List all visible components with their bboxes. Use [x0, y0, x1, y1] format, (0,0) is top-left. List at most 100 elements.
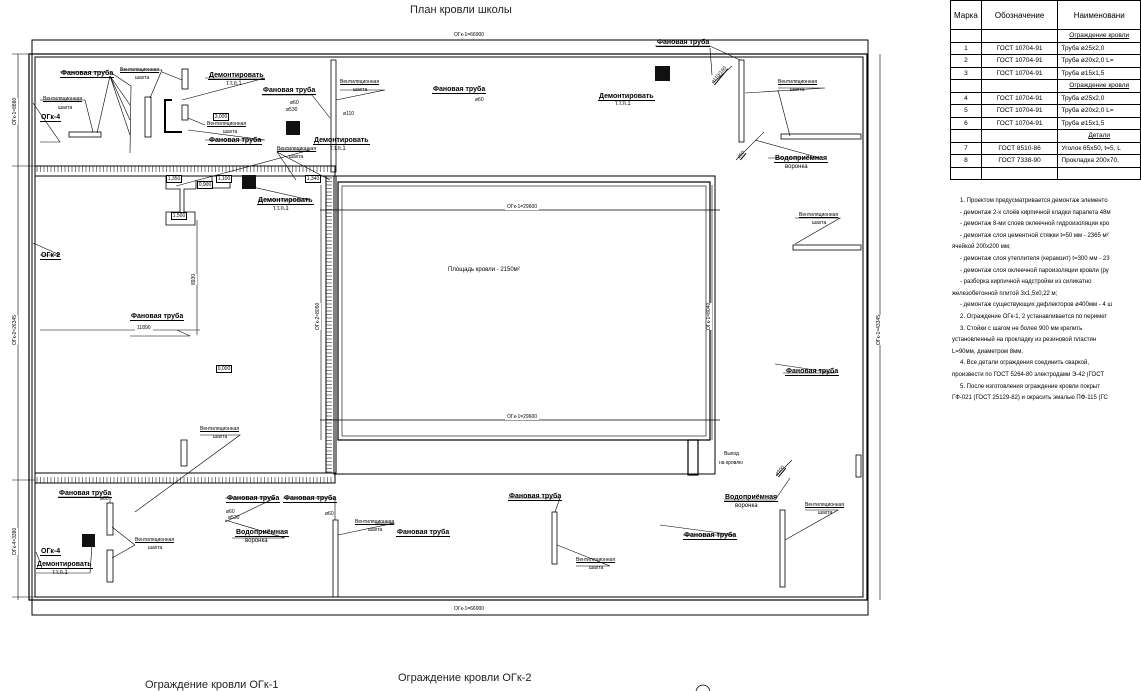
col-header-mark: Марка — [950, 0, 982, 30]
cell-designation: ГОСТ 10704-91 — [980, 66, 1059, 80]
cell-mark: 2 — [950, 54, 982, 68]
label-vent-shaft: Вентиляционная — [340, 79, 380, 85]
label-water-funnel-sub: воронка — [245, 538, 268, 544]
label-vent-shaft-sub: шахта — [818, 510, 833, 516]
specification-table: Марка Обозначение Наименовани Ограждение… — [950, 0, 1141, 180]
label-exit: Выход — [724, 451, 739, 457]
cell-mark: 7 — [950, 141, 982, 155]
label-vent-shaft-sub: шахта — [353, 87, 368, 93]
label-fan-pipe: Фановая труба — [262, 87, 317, 95]
label-fan-pipe: Фановая труба — [683, 532, 738, 540]
note-line: установленный на прокладку из резиновой … — [952, 337, 1097, 344]
label-demolish-sub: т.т.п.1 — [330, 146, 346, 152]
note-line: 3. Стойки с шагом не более 900 мм крепит… — [960, 325, 1083, 332]
cell-empty — [950, 29, 982, 43]
cell-mark: 6 — [950, 116, 982, 130]
mark-d60: ø60 — [475, 97, 484, 103]
note-line: - демонтаж слоя цементной стяжки t=50 мм… — [960, 232, 1109, 239]
mark-d110: ø110 — [343, 111, 355, 117]
cell-name — [1057, 166, 1141, 180]
label-vent-shaft-sub: шахта — [148, 545, 163, 551]
table-row — [950, 166, 1141, 180]
label-vent-shaft: Вентиляционная — [200, 426, 240, 432]
cell-designation: ГОСТ 8510-86 — [980, 141, 1059, 155]
note-line: 5. После изготовления ограждение кровли … — [960, 383, 1100, 390]
table-row: Ограждение кровли — [950, 79, 1141, 93]
drawing-title: План кровли школы — [410, 4, 512, 16]
label-demolish: Демонтировать — [36, 561, 93, 569]
cell-mark: 3 — [950, 66, 982, 80]
note-line: - разборка кирпичной надстройки из силик… — [960, 279, 1092, 286]
note-line: железобетонной плитой 3х1,5х0,22 м; — [952, 290, 1058, 297]
cell-designation: ГОСТ 10704-91 — [980, 54, 1059, 68]
note-line: ячейкой 200х200 мм; — [952, 244, 1011, 251]
dim-inner-bottom: ОГк-1=29600 — [505, 414, 540, 420]
label-vent-shaft-sub: шахта — [58, 105, 73, 111]
label-ogk2: ОГк-2 — [40, 252, 62, 260]
dim-inner-top: ОГк-1=29600 — [505, 204, 540, 210]
col-header-name: Наименовани — [1057, 0, 1141, 30]
footer-title-ogk1: Ограждение кровли ОГк-1 — [145, 679, 279, 691]
label-demolish-sub: т.т.п.1 — [226, 81, 242, 87]
hatched-parapet-side — [325, 175, 337, 474]
note-line: - демонтаж существующих дефлекторов ø400… — [960, 302, 1113, 309]
label-vent-shaft: Вентиляционная — [135, 537, 175, 543]
label-vent-shaft-sub: шахта — [135, 75, 150, 81]
label-water-funnel: Водоприёмная — [774, 155, 829, 163]
label-fan-pipe: Фановая труба — [208, 137, 263, 145]
dim-left-mid: ОГк-2=26345 — [12, 314, 18, 345]
level-mark: 1,350 — [166, 175, 182, 183]
label-demolish-sub: т.т.п.1 — [273, 206, 289, 212]
label-fan-pipe: Фановая труба — [60, 70, 115, 78]
cell-mark: 1 — [950, 41, 982, 55]
level-mark: 0,900 — [197, 181, 213, 189]
level-mark: 1,100 — [216, 175, 232, 183]
label-demolish-sub: т.т.п.1 — [52, 570, 68, 576]
cell-designation — [980, 166, 1059, 180]
note-line: ГФ-021 (ГОСТ 25129-82) и окрасить эмалью… — [952, 395, 1108, 402]
label-vent-shaft-sub: шахта — [812, 220, 827, 226]
label-vent-shaft: Вентиляционная — [277, 146, 317, 152]
note-line: 1. Проектом предусматривается демонтаж э… — [960, 198, 1108, 204]
label-demolish: Демонтировать — [208, 72, 265, 80]
general-notes: 1. Проектом предусматривается демонтаж э… — [952, 196, 1141, 405]
col-header-designation: Обозначение — [980, 0, 1059, 30]
dim-right: ОГк-1=43345 — [876, 314, 882, 345]
cell-name: Труба ø20х2,0 L= — [1057, 104, 1141, 118]
demolish-block — [286, 121, 300, 135]
cell-name: Труба ø15х1,5 — [1057, 66, 1141, 80]
label-vent-shaft-sub: шахта — [368, 527, 383, 533]
section-header: Детали — [1057, 129, 1141, 143]
outer-dimension-frame — [31, 39, 869, 616]
note-line: - демонтаж 2-х слоёв кирпичной кладки па… — [960, 209, 1111, 216]
cell-empty — [950, 79, 982, 93]
label-vent-shaft: Вентиляционная — [778, 79, 818, 85]
label-fan-pipe: Фановая труба — [508, 493, 563, 501]
label-vent-shaft: Вентиляционная — [576, 557, 616, 563]
hatched-parapet-top — [34, 165, 336, 177]
note-line: 4. Все детали ограждения соединить сварк… — [960, 360, 1089, 367]
mark-d60: ø60 — [290, 100, 299, 106]
mark-d60: ø60 — [100, 496, 109, 502]
cell-designation: ГОСТ 10704-91 — [980, 41, 1059, 55]
demolish-block — [242, 175, 256, 189]
note-line: L=90мм, диаметром 8мм. — [952, 348, 1024, 355]
hatched-parapet-bottom — [34, 472, 336, 484]
label-ogk4: ОГк-4 — [40, 114, 62, 122]
dim-left-top: ОГк-1=8880 — [12, 97, 18, 125]
label-demolish: Демонтировать — [313, 137, 370, 145]
label-ogk4: ОГк-4 — [40, 548, 62, 556]
label-demolish-sub: т.т.п.1 — [615, 101, 631, 107]
table-row: Ограждение кровли — [950, 29, 1141, 43]
note-line: - демонтаж слоя утеплителя (керамзит) t=… — [960, 255, 1110, 262]
mark-d60: ø60 — [226, 509, 235, 515]
label-fan-pipe: Фановая труба — [130, 313, 185, 321]
note-line: - демонтаж слоя оклеечной пароизоляции к… — [960, 267, 1109, 274]
cell-mark: 4 — [950, 91, 982, 105]
cell-empty — [980, 29, 1059, 43]
